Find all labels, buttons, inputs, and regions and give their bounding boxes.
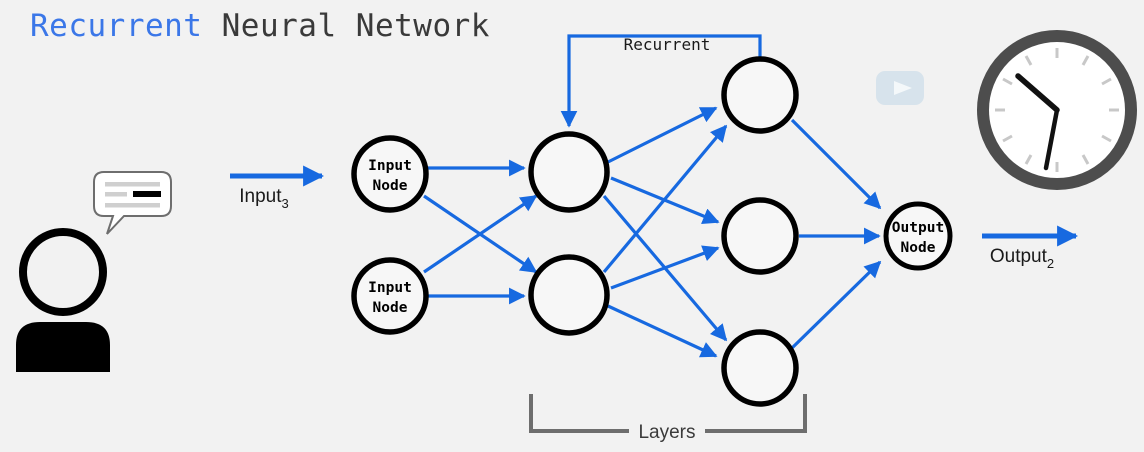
play-button-icon[interactable] — [876, 71, 924, 105]
input-node-2: Input Node — [351, 257, 429, 335]
input-node-2-label-line1: Input — [368, 280, 412, 296]
output-arrow-label: Output2 — [990, 246, 1054, 271]
output-arrow: Output2 — [982, 225, 1079, 271]
hidden1-node-2 — [528, 254, 610, 336]
output-node-label-line2: Node — [901, 240, 936, 256]
layers-bracket — [529, 394, 807, 433]
output-node: Output Node — [883, 201, 953, 271]
clock-icon — [977, 30, 1137, 190]
hidden2-node-3 — [721, 329, 799, 407]
edges-input-to-hidden1 — [423, 159, 538, 305]
person-icon — [16, 228, 110, 372]
input-arrow-label: Input3 — [239, 186, 289, 211]
title-accent-word: Recurrent — [30, 8, 203, 44]
edges-hidden1-to-hidden2 — [602, 106, 728, 358]
output-node-label-line1: Output — [892, 220, 944, 236]
speech-bubble-icon — [93, 171, 172, 235]
input-node-1: Input Node — [351, 135, 429, 213]
title-rest-words: Neural Network — [202, 8, 490, 44]
page-title: Recurrent Neural Network — [30, 8, 490, 44]
recurrent-label: Recurrent — [624, 35, 711, 54]
hidden1-node-1 — [528, 131, 610, 213]
hidden2-node-2 — [721, 197, 799, 275]
input-node-2-label-line2: Node — [373, 300, 408, 316]
layers-label: Layers — [638, 422, 695, 443]
edges-hidden2-to-output — [790, 118, 882, 350]
recurrent-loop: Recurrent — [560, 34, 762, 128]
input-node-1-label-line1: Input — [368, 158, 412, 174]
hidden2-node-1 — [721, 56, 799, 134]
input-arrow: Input3 — [230, 165, 325, 211]
input-node-1-label-line2: Node — [373, 178, 408, 194]
